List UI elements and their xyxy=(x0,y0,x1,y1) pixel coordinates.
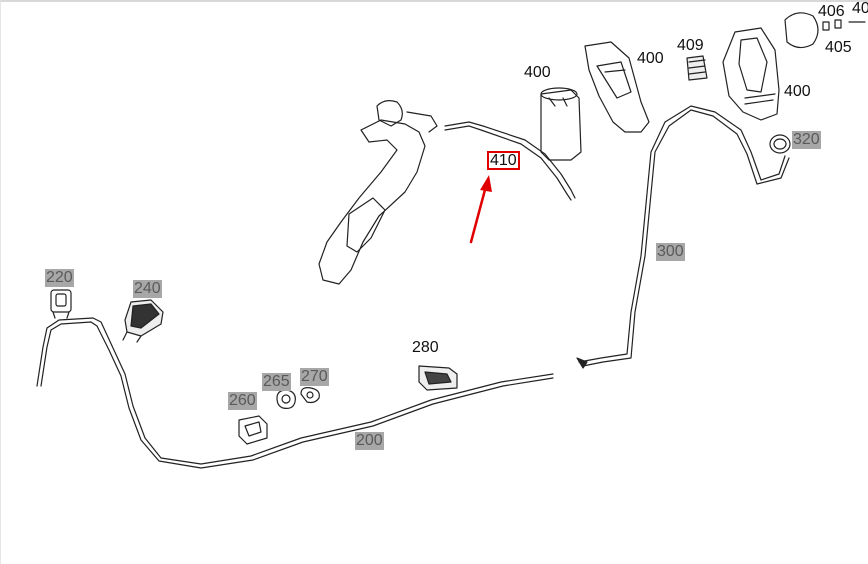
connector-240[interactable] xyxy=(122,299,164,343)
label-400-c: 400 xyxy=(784,83,811,100)
label-220: 220 xyxy=(45,269,74,287)
part-405-406[interactable] xyxy=(784,12,866,49)
label-265: 265 xyxy=(262,373,291,391)
label-405: 405 xyxy=(825,39,852,56)
highlight-arrow xyxy=(469,175,492,244)
label-280: 280 xyxy=(412,339,439,356)
canister-400-c[interactable] xyxy=(722,27,780,121)
label-406: 406 xyxy=(818,3,845,20)
canister-400-a[interactable] xyxy=(540,87,582,161)
label-409: 409 xyxy=(677,37,704,54)
label-270: 270 xyxy=(300,368,329,386)
label-400-a: 400 xyxy=(524,64,551,81)
connector-280[interactable] xyxy=(418,365,458,391)
part-409[interactable] xyxy=(686,55,708,81)
fuel-line-200[interactable] xyxy=(36,317,554,469)
label-200: 200 xyxy=(355,432,384,450)
filler-neck xyxy=(318,100,438,285)
label-410[interactable]: 410 xyxy=(487,151,520,170)
bracket-220[interactable] xyxy=(50,289,72,319)
clip-260[interactable] xyxy=(238,415,268,445)
label-320: 320 xyxy=(792,131,821,149)
label-300: 300 xyxy=(656,243,685,261)
canister-400-b[interactable] xyxy=(584,41,650,133)
fuel-line-300[interactable] xyxy=(576,105,790,369)
label-40x: 40 xyxy=(852,0,868,17)
line-410[interactable] xyxy=(444,121,576,201)
clip-265[interactable] xyxy=(276,389,296,409)
label-240: 240 xyxy=(133,280,162,298)
clip-320[interactable] xyxy=(769,134,791,154)
clip-270[interactable] xyxy=(300,387,320,404)
label-260: 260 xyxy=(228,392,257,410)
label-400-b: 400 xyxy=(637,50,664,67)
